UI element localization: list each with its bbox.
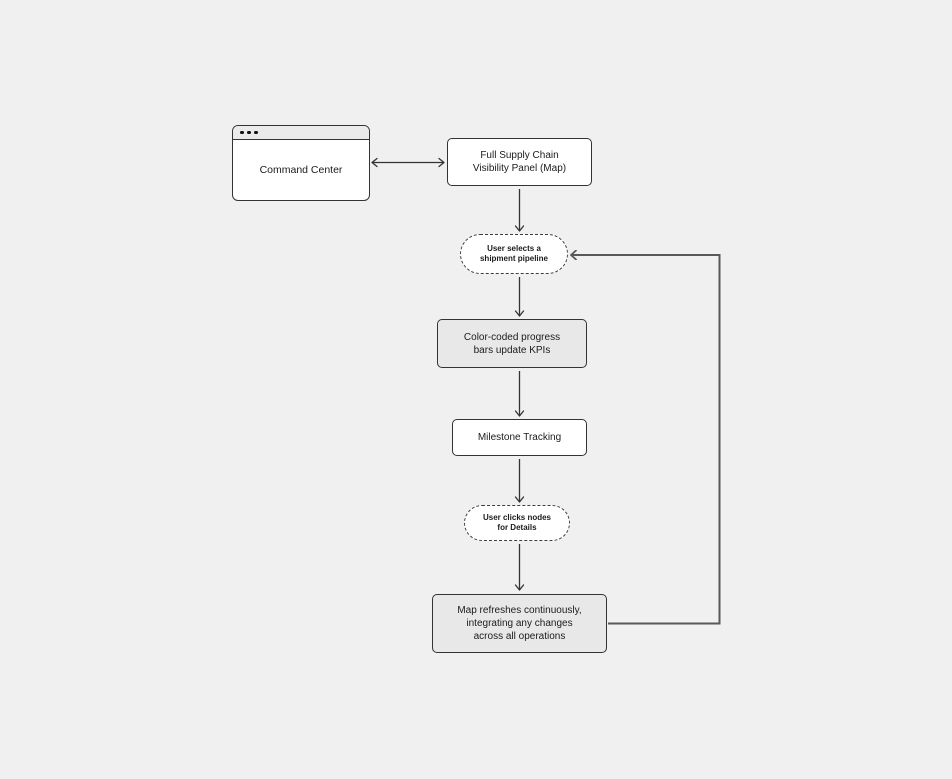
node-progress-bars-label: Color-coded progress bars update KPIs	[463, 331, 561, 356]
node-command-center: Command Center	[232, 125, 370, 201]
node-click-nodes-label: User clicks nodes for Details	[482, 513, 552, 532]
window-titlebar	[233, 126, 369, 140]
window-dot-icon	[247, 130, 251, 135]
node-progress-bars: Color-coded progress bars update KPIs	[437, 319, 587, 368]
node-map-refresh-label: Map refreshes continuously, integrating …	[457, 605, 582, 642]
node-milestone-tracking-label: Milestone Tracking	[477, 432, 562, 443]
window-dot-icon	[254, 130, 258, 135]
node-visibility-panel-label: Full Supply Chain Visibility Panel (Map)	[472, 150, 567, 174]
node-milestone-tracking: Milestone Tracking	[452, 419, 587, 456]
node-select-pipeline: User selects a shipment pipeline	[460, 234, 568, 274]
node-map-refresh: Map refreshes continuously, integrating …	[432, 594, 607, 653]
node-click-nodes: User clicks nodes for Details	[464, 505, 570, 541]
node-command-center-label: Command Center	[259, 164, 343, 176]
window-dot-icon	[240, 130, 244, 135]
feedback-loop-map-refresh-to-select-pipeline	[571, 255, 721, 625]
node-select-pipeline-label: User selects a shipment pipeline	[479, 244, 548, 263]
node-visibility-panel: Full Supply Chain Visibility Panel (Map)	[447, 138, 592, 186]
